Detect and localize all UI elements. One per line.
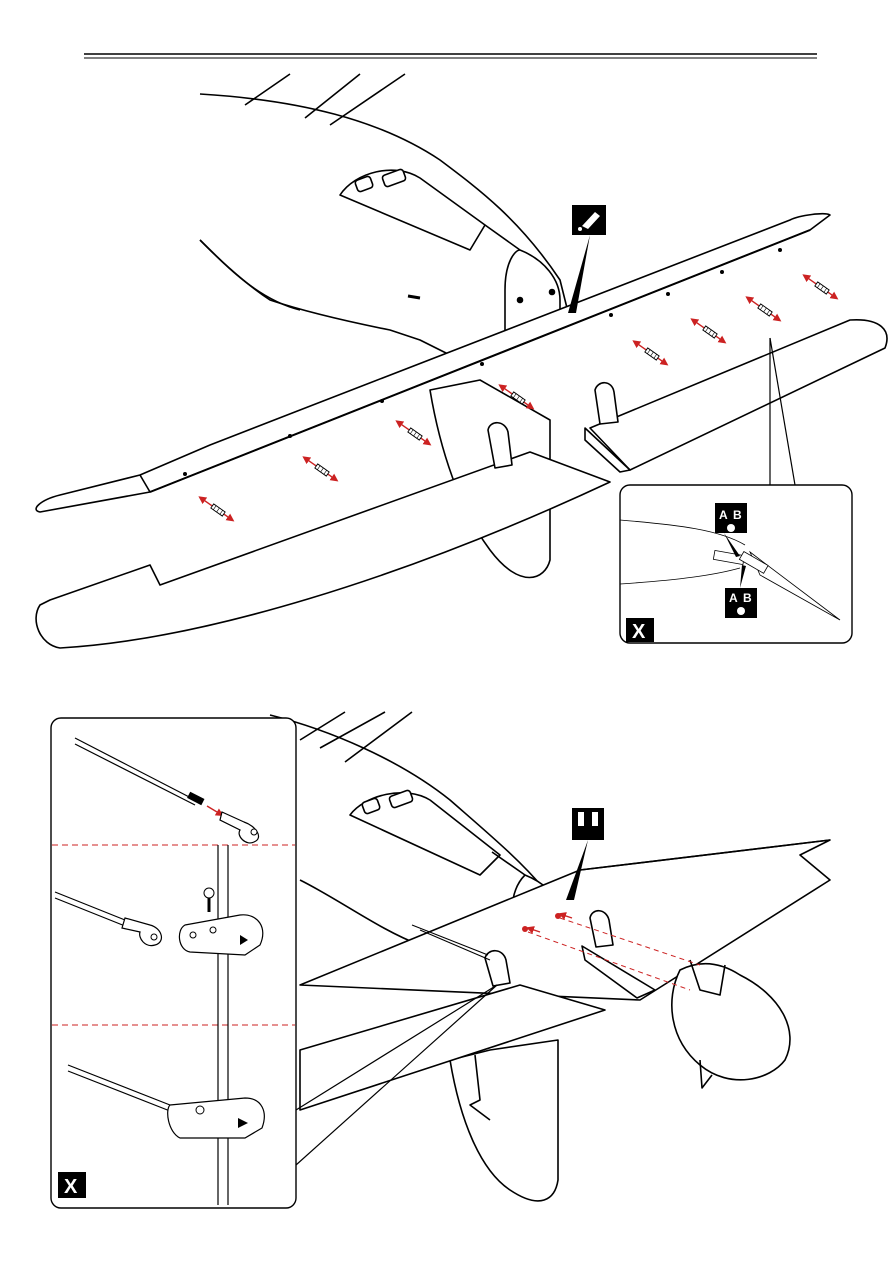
control-horn-right [595,383,618,424]
right-elevator [590,320,887,470]
detail-box-label-2: X [64,1176,78,1198]
tail-fairing [672,964,790,1080]
badge-top-left: A [719,508,728,522]
detail-box-step1: A B A B X [620,485,852,643]
step2-illustration [270,712,830,1201]
badge-top-right: B [733,508,742,522]
badge-bottom-right: B [743,591,752,605]
detail-box-step2: X [51,718,296,1208]
detail-box-label: X [632,621,646,643]
badge-bottom-left: A [729,591,738,605]
stab-lower-2 [300,985,605,1110]
lower-fin-2 [450,1040,558,1201]
header-rule [84,54,817,58]
